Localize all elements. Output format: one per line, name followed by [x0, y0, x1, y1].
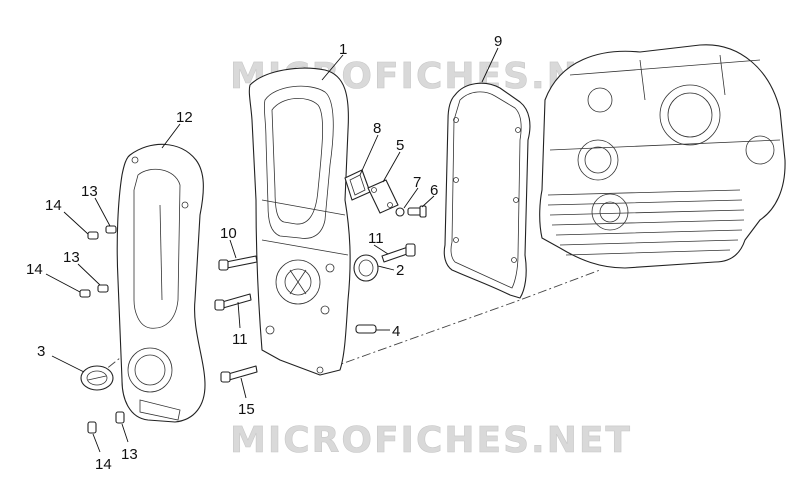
callout-12: 12 [176, 109, 193, 126]
callout-2: 2 [396, 262, 404, 279]
callout-14-top: 14 [45, 197, 62, 214]
leader-lines [45, 47, 499, 453]
callout-5: 5 [396, 137, 404, 154]
dowel-13b [97, 284, 109, 293]
watermark-bottom: MICROFICHES.NET [230, 420, 632, 461]
small-gasket [344, 169, 371, 201]
crankcase-gasket [443, 82, 531, 299]
dowel-pin [355, 324, 377, 334]
long-bolt-10 [218, 255, 258, 271]
callout-15: 15 [238, 401, 255, 418]
callout-1: 1 [339, 41, 347, 58]
callout-9: 9 [494, 33, 502, 50]
callout-7: 7 [413, 174, 421, 191]
callout-8: 8 [373, 120, 381, 137]
callout-4: 4 [392, 323, 400, 340]
washer [395, 207, 405, 217]
callout-labels: 1 9 8 5 7 6 2 11 4 10 11 15 12 13 14 13 … [26, 33, 502, 473]
plug-cap [80, 365, 114, 391]
inner-timing-cover [248, 67, 351, 376]
callout-11-left: 11 [232, 331, 248, 348]
oil-seal [353, 254, 379, 282]
callout-11-right: 11 [368, 230, 384, 247]
dowel-13a [105, 225, 117, 234]
dowel-13c [115, 411, 125, 424]
screw-14c [87, 421, 97, 434]
callout-14-mid: 14 [26, 261, 43, 278]
callout-10: 10 [220, 225, 237, 242]
small-dowels-and-screws [79, 225, 125, 434]
long-bolt-15 [220, 365, 258, 383]
outer-timing-cover [116, 143, 206, 423]
screw-14b [79, 289, 91, 298]
small-screw [407, 205, 427, 218]
alignment-axis-line [329, 269, 601, 369]
callout-6: 6 [430, 182, 438, 199]
long-bolt-right [381, 243, 416, 263]
long-bolt-left [214, 293, 252, 311]
callout-13-top: 13 [81, 183, 98, 200]
callout-14-bottom: 14 [95, 456, 112, 473]
callout-3: 3 [37, 343, 45, 360]
callout-13-mid: 13 [63, 249, 80, 266]
screw-14a [87, 231, 99, 240]
cover-plate [367, 179, 399, 214]
callout-13-bottom: 13 [121, 446, 138, 463]
crankcase [539, 44, 786, 269]
